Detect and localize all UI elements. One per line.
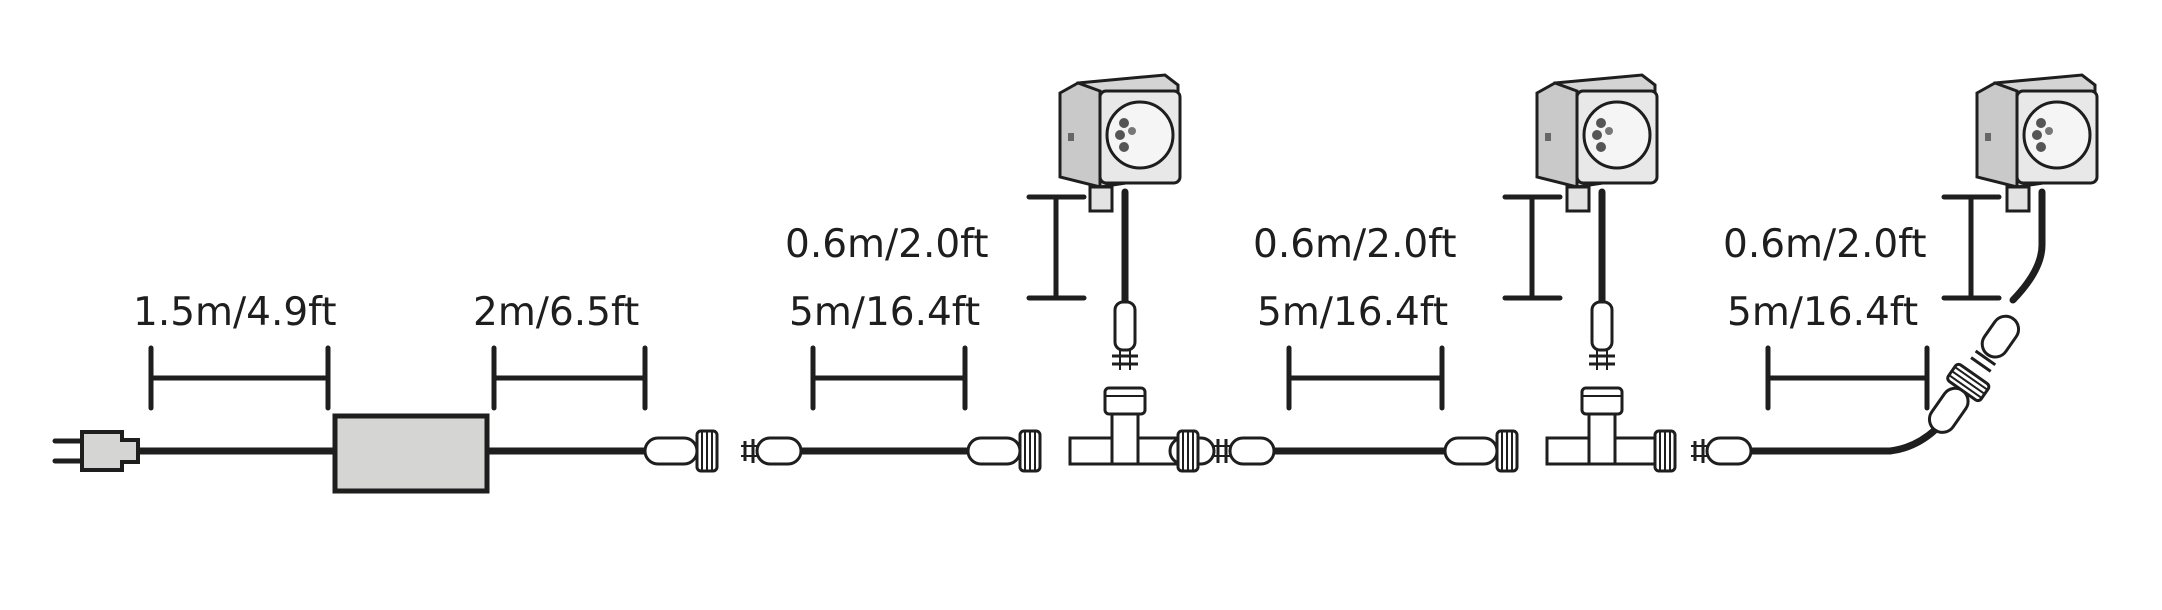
dimension-bracket-extension-2 <box>1286 345 1445 411</box>
label-extension-1: 5m/16.4ft <box>789 290 980 335</box>
spotlight-1 <box>1058 73 1182 213</box>
t-junction-2 <box>1443 386 1753 473</box>
light-lead-3 <box>2009 188 2046 304</box>
main-cable <box>134 426 1939 455</box>
power-driver <box>332 413 490 494</box>
label-extension-2: 5m/16.4ft <box>1257 290 1448 335</box>
dimension-bracket-lead-1 <box>1026 194 1087 301</box>
dimension-bracket-plug <box>148 345 331 411</box>
t-junction-1 <box>966 386 1276 473</box>
dimension-bracket-driver <box>491 345 648 411</box>
label-driver-cable: 2m/6.5ft <box>473 290 639 335</box>
spotlight-3 <box>1975 73 2099 213</box>
label-light-lead-1: 0.6m/2.0ft <box>785 222 989 267</box>
dimension-bracket-lead-3 <box>1941 194 2002 301</box>
label-plug-cable: 1.5m/4.9ft <box>133 290 337 335</box>
dimension-bracket-extension-1 <box>810 345 968 411</box>
label-light-lead-2: 0.6m/2.0ft <box>1253 222 1457 267</box>
light-lead-1 <box>1112 188 1138 370</box>
inline-connector-1 <box>643 429 803 473</box>
light-lead-2 <box>1589 188 1615 370</box>
label-extension-3: 5m/16.4ft <box>1727 290 1918 335</box>
spotlight-2 <box>1535 73 1659 213</box>
power-plug <box>52 430 140 472</box>
label-light-lead-3: 0.6m/2.0ft <box>1723 222 1927 267</box>
dimension-bracket-extension-3 <box>1765 345 1930 411</box>
dimension-bracket-lead-2 <box>1502 194 1563 301</box>
end-connector <box>1927 314 2021 434</box>
